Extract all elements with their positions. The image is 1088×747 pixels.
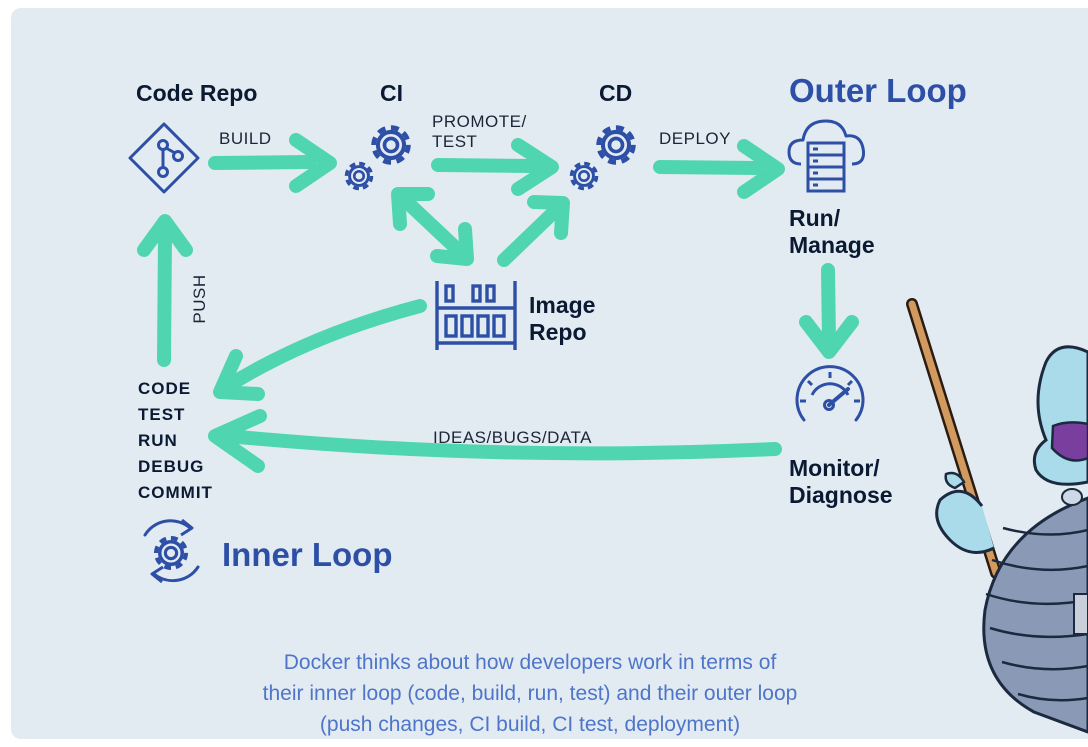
arrow-build: [208, 133, 337, 193]
gears-icon: [569, 128, 633, 191]
arrow-deploy: [653, 139, 785, 199]
inner-step: COMMIT: [138, 483, 213, 502]
speedometer-icon: [795, 365, 865, 422]
inner-loop-title: Inner Loop: [222, 536, 393, 573]
arrow-run-to-monitor: [799, 263, 859, 359]
outer-loop-title: Outer Loop: [789, 72, 967, 109]
caption-line: (push changes, CI build, CI test, deploy…: [319, 713, 741, 736]
monitor-diagnose-label: Monitor/ Diagnose: [789, 455, 893, 509]
git-branch-icon: [128, 122, 200, 194]
promote-test-line: TEST: [432, 132, 478, 151]
cycle-gear-icon: [143, 518, 200, 584]
arrow-push: [137, 214, 193, 367]
cd-title: CD: [599, 80, 633, 106]
ci-title: CI: [380, 80, 403, 106]
monitor-diagnose-line: Diagnose: [789, 482, 893, 508]
gears-icon: [344, 128, 408, 191]
image-repo-line: Image: [529, 292, 596, 318]
edge-label-push: PUSH: [190, 274, 209, 324]
arrow-image-to-cd: [497, 195, 570, 267]
arrow-image-to-inner: [213, 299, 427, 401]
diagram-panel: [11, 8, 1088, 739]
run-manage-label: Run/ Manage: [789, 205, 875, 259]
run-manage-line: Manage: [789, 232, 875, 258]
inner-step: TEST: [138, 405, 186, 424]
caption-line: Docker thinks about how developers work …: [283, 651, 777, 674]
inner-loop-steps: CODE TEST RUN DEBUG COMMIT: [138, 376, 213, 506]
image-repo-line: Repo: [529, 319, 587, 345]
inner-step: CODE: [138, 379, 192, 398]
arrow-promote-test: [431, 138, 559, 196]
inner-step: DEBUG: [138, 457, 205, 476]
inner-step: RUN: [138, 431, 178, 450]
arrow-ideas-bugs-data: [208, 409, 782, 473]
edge-label-build: BUILD: [219, 129, 272, 148]
cloud-server-icon: [787, 119, 865, 193]
code-repo-title: Code Repo: [136, 80, 258, 106]
arrow-ci-image-bidirectional: [391, 187, 474, 266]
edge-label-deploy: DEPLOY: [659, 129, 731, 148]
edge-label-ideas-bugs-data: IDEAS/BUGS/DATA: [433, 428, 592, 447]
run-manage-line: Run/: [789, 205, 841, 231]
edge-label-promote-test: PROMOTE/ TEST: [432, 112, 527, 152]
diagram-caption: Docker thinks about how developers work …: [195, 647, 865, 740]
whale-mascot-icon: [906, 298, 1088, 734]
caption-line: their inner loop (code, build, run, test…: [262, 682, 798, 705]
image-repo-label: Image Repo: [529, 292, 595, 346]
promote-test-line: PROMOTE/: [432, 112, 527, 131]
monitor-diagnose-line: Monitor/: [789, 455, 880, 481]
image-shelf-icon: [435, 281, 517, 350]
